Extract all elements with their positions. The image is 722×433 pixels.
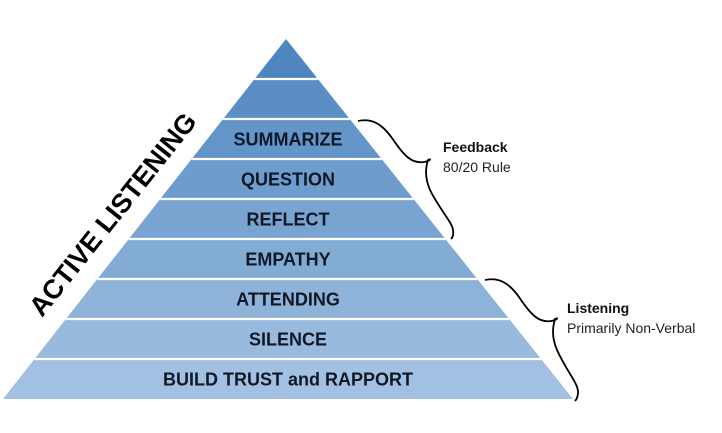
listening-brace xyxy=(484,278,579,402)
feedback-heading: Feedback xyxy=(443,139,508,155)
pyramid-layer-empathy xyxy=(97,239,478,279)
pyramid-layer-question xyxy=(160,159,414,199)
layer-label-attending: ATTENDING xyxy=(236,290,340,310)
layer-label-reflect: REFLECT xyxy=(247,210,330,230)
pyramid-layer-silence xyxy=(34,319,542,359)
layer-label-question: QUESTION xyxy=(241,170,335,190)
feedback-subtext: 80/20 Rule xyxy=(443,159,511,175)
pyramid xyxy=(3,39,573,399)
pyramid-layer-summarize xyxy=(191,119,382,159)
layer-label-silence: SILENCE xyxy=(249,330,327,350)
pyramid-layer-build-trust-and-rapport xyxy=(3,359,573,399)
pyramid-layer-attending xyxy=(65,279,510,319)
listening-subtext: Primarily Non-Verbal xyxy=(567,320,695,336)
listening-heading: Listening xyxy=(567,300,629,316)
layer-label-summarize: SUMMARIZE xyxy=(234,130,343,150)
layer-label-empathy: EMPATHY xyxy=(245,250,330,270)
pyramid-labels: SUMMARIZE QUESTION REFLECT EMPATHY ATTENDING… xyxy=(163,130,413,390)
layer-label-build-trust-and-rapport: BUILD TRUST and RAPPORT xyxy=(163,370,413,390)
feedback-brace xyxy=(357,119,455,240)
pyramid-layer-blank-1 xyxy=(223,79,350,119)
pyramid-layer-reflect xyxy=(128,199,446,239)
pyramid-layer-blank-0 xyxy=(254,39,318,79)
